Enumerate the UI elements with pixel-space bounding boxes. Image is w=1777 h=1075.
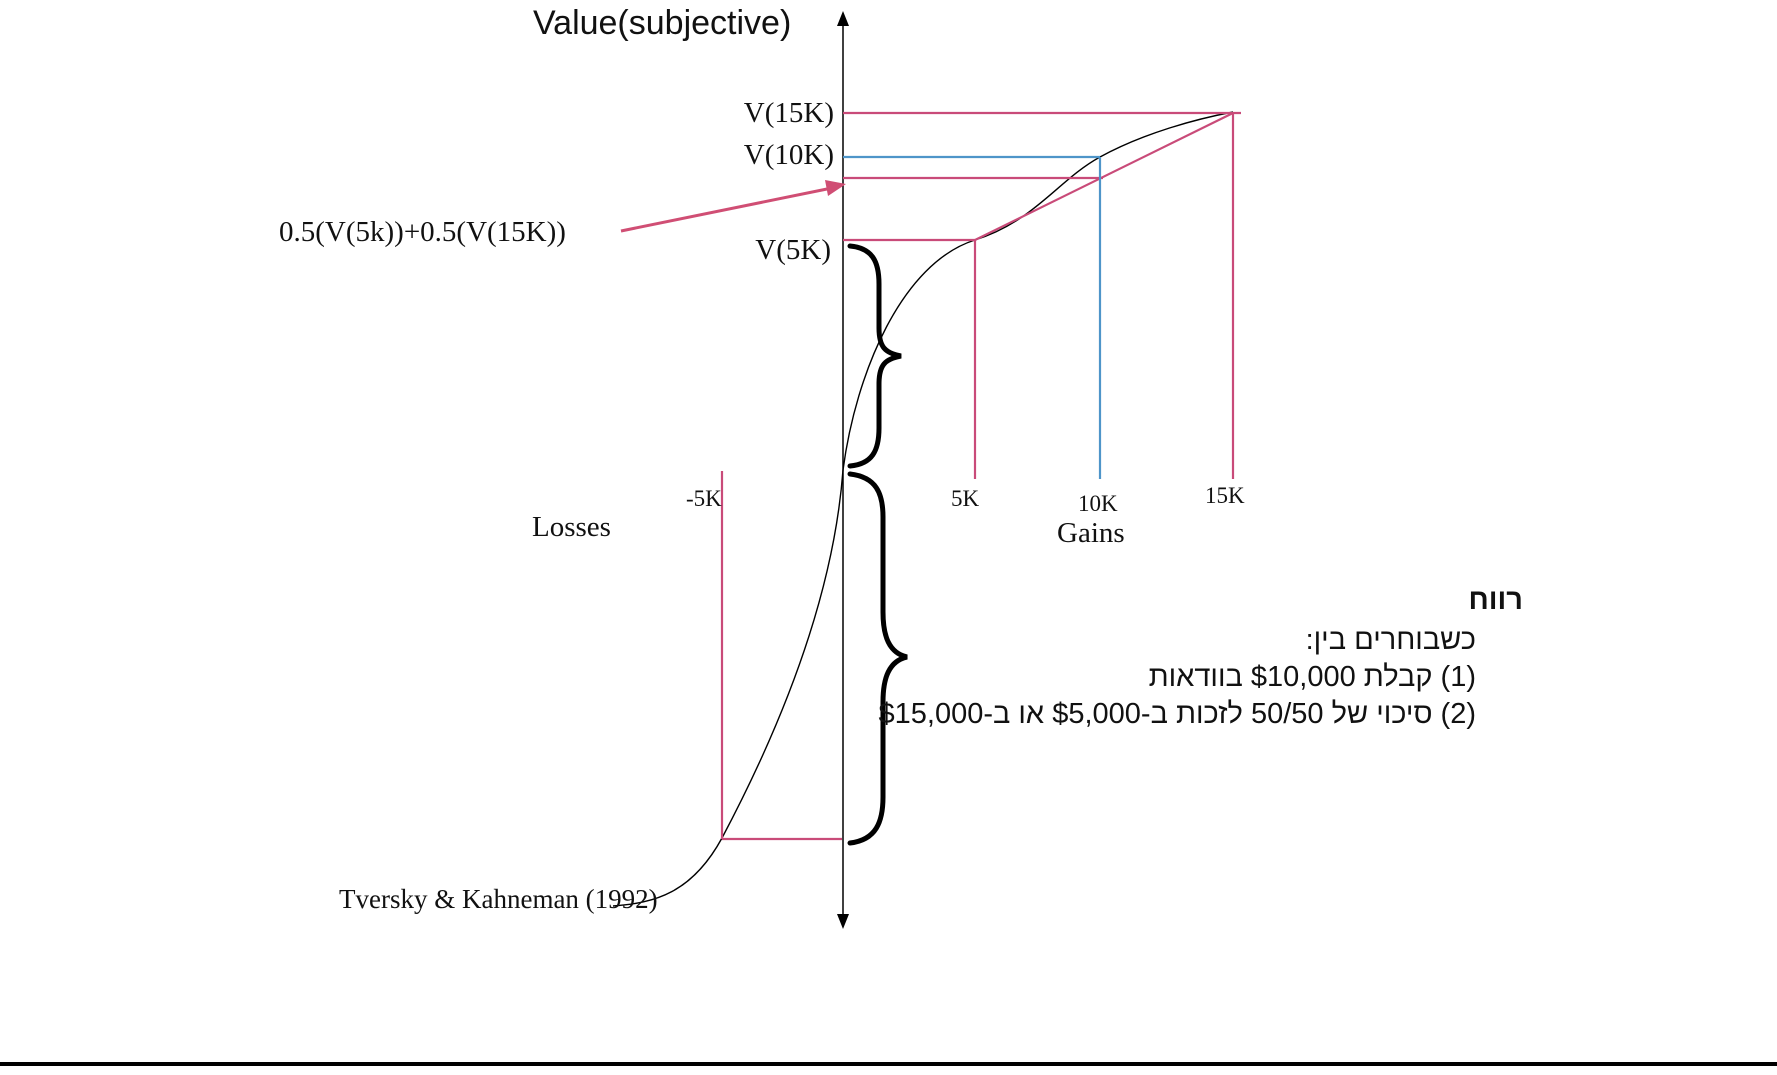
pointer-arrow-head-icon <box>825 180 846 196</box>
value-curve-losses <box>612 469 844 907</box>
value-curve-gains <box>842 111 1234 471</box>
axis-arrow-down-icon <box>837 914 849 929</box>
certain-10k-lines <box>843 155 1102 479</box>
loss-value-brace <box>847 471 908 846</box>
gain-loss-guide-lines <box>720 111 1241 841</box>
v10k-label: V(10K) <box>743 139 834 171</box>
axis-arrow-up-icon <box>837 11 849 26</box>
v5k-label: V(5K) <box>755 234 831 266</box>
x-tick-5k: 5K <box>951 486 980 511</box>
x-tick-10k: 10K <box>1078 491 1118 516</box>
hebrew-note-line-1: כשבוחרים בין: <box>1305 624 1476 656</box>
gain-value-brace <box>847 243 902 469</box>
expected-value-label: 0.5(V(5k))+0.5(V(15K)) <box>279 216 566 248</box>
x-tick-minus5k: -5K <box>686 486 722 511</box>
gains-label: Gains <box>1057 517 1125 549</box>
pointer-arrow-shaft <box>620 187 828 233</box>
losses-label: Losses <box>532 511 611 543</box>
hebrew-note-line-3: (2) סיכוי של 50/50 לזכות ב-$5,000 או ב-$… <box>878 698 1477 730</box>
hebrew-note-heading: רווח <box>1468 584 1523 616</box>
citation: Tversky & Kahneman (1992) <box>339 884 658 914</box>
x-tick-15k: 15K <box>1205 483 1245 508</box>
hebrew-note-line-2: (1) קבלת $10,000 בוודאות <box>1148 661 1476 693</box>
gamble-chord-line <box>974 112 1234 241</box>
v15k-label: V(15K) <box>743 97 834 129</box>
slide-bottom-border <box>0 1062 1777 1066</box>
chart-title: Value(subjective) <box>533 4 792 42</box>
